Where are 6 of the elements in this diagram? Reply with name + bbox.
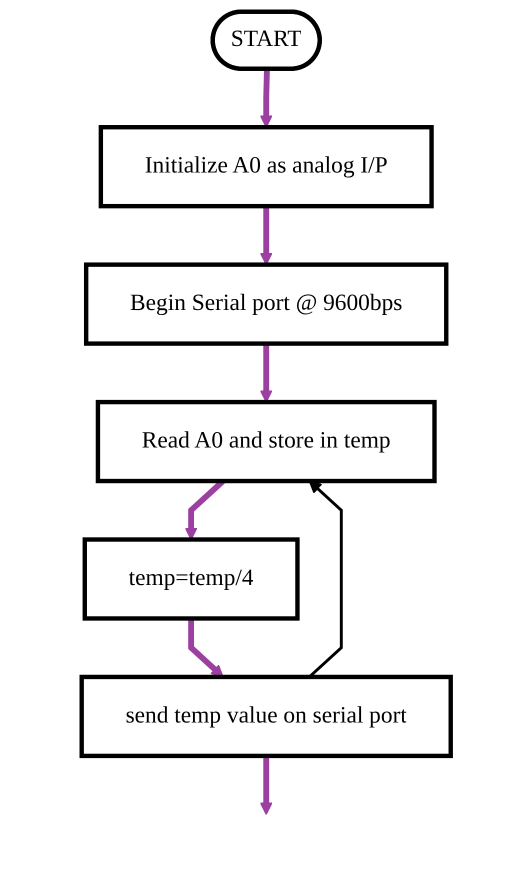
arrow — [260, 756, 272, 815]
node-box: Begin Serial port @ 9600bps — [84, 262, 448, 346]
node-box: Initialize A0 as analog I/P — [98, 125, 434, 208]
node-box: send temp value on serial port — [79, 674, 453, 758]
node-box: Read A0 and store in temp — [96, 400, 436, 484]
node-box: temp=temp/4 — [82, 537, 300, 621]
